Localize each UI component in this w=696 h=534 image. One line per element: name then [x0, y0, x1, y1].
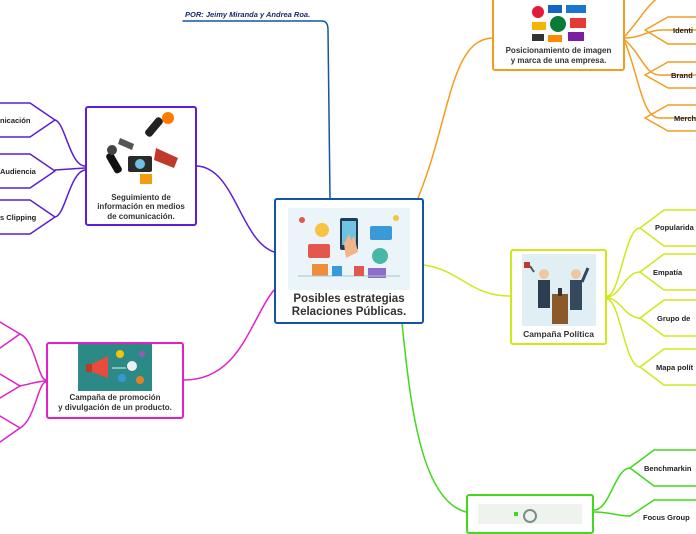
megaphone-promotion-image — [78, 344, 152, 391]
connector-sub-prom-2 — [19, 380, 47, 387]
diamond-prom-2 — [0, 373, 21, 399]
connector-author — [182, 20, 331, 199]
subtopic-clipping[interactable]: s Clipping — [0, 213, 37, 222]
diamond-popularidad — [639, 209, 696, 247]
subtopic-audiencia[interactable]: Audiencia — [0, 167, 36, 176]
posicionamiento-line2: y marca de una empresa. — [510, 56, 607, 65]
bottom-topic-image — [478, 504, 582, 524]
connector-sub-prom-1 — [19, 333, 47, 381]
topic-posicionamiento[interactable]: Posicionamiento de imagen y marca de una… — [492, 0, 625, 71]
connector-layer — [0, 0, 696, 517]
seguimiento-line2: información en medios — [97, 202, 185, 211]
diamond-nicacion — [0, 102, 56, 138]
seguimiento-line3: de comunicación. — [107, 211, 175, 221]
subtopic-identi[interactable]: Identi — [673, 26, 693, 35]
subtopic-brand[interactable]: Brand — [671, 71, 693, 80]
media-microphones-image — [100, 108, 182, 190]
subtopic-nicacion[interactable]: nicación — [0, 116, 31, 125]
diamond-focus — [629, 499, 696, 517]
connector-sub-brand — [624, 39, 696, 76]
subtopic-mapa[interactable]: Mapa polít — [656, 363, 694, 372]
connector-promocion — [183, 289, 275, 381]
topic-promocion[interactable]: Campaña de promoción y divulgación de un… — [46, 342, 184, 419]
topic-campana-politica[interactable]: Campaña Política — [510, 249, 607, 345]
subtopic-focus-group[interactable]: Focus Group — [643, 513, 690, 522]
connector-sub-focus — [593, 511, 631, 517]
connector-sub-bench — [593, 467, 631, 511]
promocion-line1: Campaña de promoción — [69, 393, 161, 402]
subtopic-benchmarking[interactable]: Benchmarkin — [644, 464, 692, 473]
subtopic-merch[interactable]: Merch — [674, 114, 696, 123]
connector-sub-clipping — [54, 169, 86, 218]
diamond-clipping — [0, 199, 56, 235]
central-topic[interactable]: Posibles estrategias Relaciones Públicas… — [274, 198, 424, 324]
subtopic-grupo[interactable]: Grupo de — [657, 314, 691, 323]
connector-bottom — [401, 322, 467, 513]
diamond-empatia — [639, 253, 696, 291]
connector-posicionamiento — [417, 37, 493, 199]
central-title-line1: Posibles estrategias — [293, 293, 405, 305]
subtopic-empatia[interactable]: Empatía — [653, 268, 683, 277]
diamond-mapa — [639, 348, 696, 386]
central-title-line2: Relaciones Públicas. — [291, 306, 407, 318]
connector-seguimiento — [196, 165, 275, 253]
brand-logos-image — [527, 2, 590, 44]
diamond-merch — [644, 104, 696, 132]
connector-sub-merch — [624, 41, 696, 119]
connector-sub-audiencia — [54, 167, 86, 171]
posicionamiento-line1: Posicionamiento de imagen — [505, 46, 612, 55]
topic-seguimiento[interactable]: Seguimiento de información en medios de … — [85, 106, 197, 226]
author-credit: POR: Jeimy Miranda y Andrea Roa. — [185, 10, 311, 19]
diamond-prom-1 — [0, 321, 21, 349]
diamond-identi — [644, 16, 696, 45]
topic-bottom-partial[interactable] — [466, 494, 594, 534]
subtopic-popularidad[interactable]: Popularida — [655, 223, 694, 232]
diamond-audiencia — [0, 153, 56, 189]
digital-marketing-illustration — [288, 208, 410, 290]
connector-sub-grupo — [606, 297, 641, 319]
diamond-brand — [644, 61, 696, 89]
campana-politica-label: Campaña Política — [523, 329, 594, 339]
connector-campana — [423, 264, 511, 297]
promocion-line2: y divulgación de un producto. — [58, 403, 172, 412]
connector-sub-identi — [624, 29, 696, 39]
connector-sub-mapa — [606, 298, 641, 368]
diamond-bench — [629, 449, 696, 487]
connector-sub-top — [624, 0, 657, 37]
seguimiento-line1: Seguimiento de — [111, 192, 171, 202]
connector-sub-empatia — [606, 271, 641, 298]
connector-sub-nicacion — [54, 119, 86, 167]
politicians-podium-image — [521, 254, 596, 326]
diamond-prom-3 — [0, 415, 21, 443]
diamond-grupo — [639, 299, 696, 337]
connector-sub-popularidad — [606, 227, 641, 297]
connector-sub-prom-3 — [19, 381, 47, 429]
